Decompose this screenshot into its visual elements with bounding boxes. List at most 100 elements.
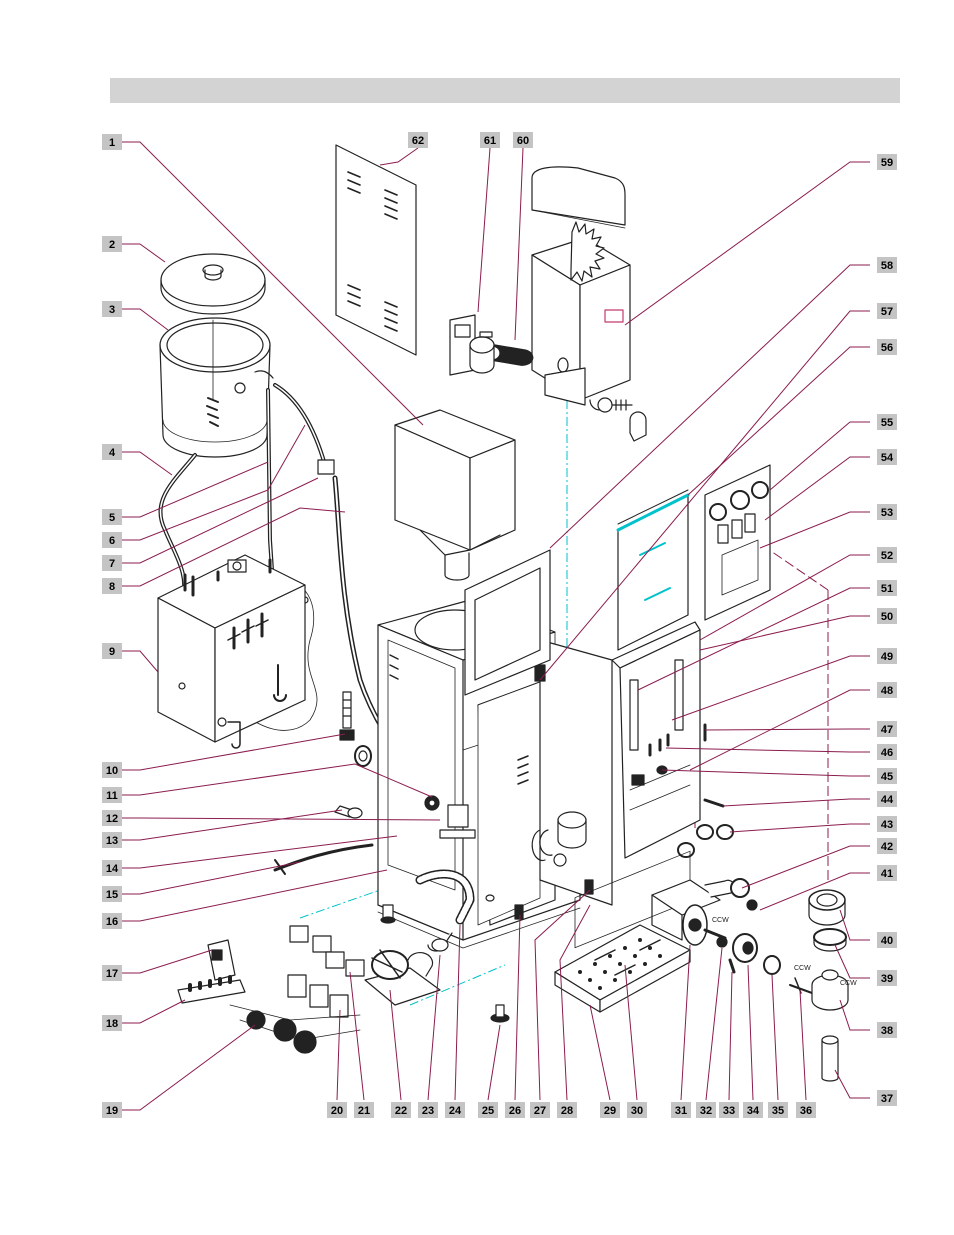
rotation-label: CCW (794, 965, 811, 972)
callout-46: 46 (877, 744, 897, 760)
svg-text:15: 15 (106, 889, 118, 901)
callout-36: 36 (796, 1102, 816, 1118)
svg-text:32: 32 (700, 1105, 712, 1117)
svg-text:7: 7 (109, 558, 115, 570)
callout-1: 1 (102, 134, 122, 150)
svg-text:2: 2 (109, 239, 115, 251)
callout-11: 11 (102, 787, 122, 803)
rotation-label: CCW (840, 980, 857, 987)
callout-26: 26 (505, 1102, 525, 1118)
callout-20: 20 (327, 1102, 347, 1118)
callout-32: 32 (696, 1102, 716, 1118)
svg-text:49: 49 (881, 651, 893, 663)
svg-text:42: 42 (881, 841, 893, 853)
callout-23: 23 (418, 1102, 438, 1118)
callout-29: 29 (600, 1102, 620, 1118)
front-glass (616, 489, 690, 651)
svg-text:39: 39 (881, 973, 893, 985)
callout-24: 24 (445, 1102, 465, 1118)
svg-text:61: 61 (484, 135, 496, 147)
callout-59: 59 (877, 154, 897, 170)
mixing-bowl (808, 889, 849, 1082)
callout-35: 35 (768, 1102, 788, 1118)
svg-text:22: 22 (395, 1105, 407, 1117)
svg-text:55: 55 (881, 417, 893, 429)
svg-text:44: 44 (881, 794, 894, 806)
callout-25: 25 (478, 1102, 498, 1118)
callout-22: 22 (391, 1102, 411, 1118)
water-tank (159, 317, 274, 458)
svg-text:30: 30 (631, 1105, 643, 1117)
whipper-motor (651, 879, 727, 946)
rotation-label: CCW (712, 917, 729, 924)
svg-text:24: 24 (449, 1105, 462, 1117)
connectors (677, 824, 734, 858)
callout-39: 39 (877, 970, 897, 986)
callout-52: 52 (877, 547, 897, 563)
callout-14: 14 (102, 860, 122, 876)
svg-text:62: 62 (412, 135, 424, 147)
callout-34: 34 (743, 1102, 763, 1118)
callout-33: 33 (719, 1102, 739, 1118)
svg-text:6: 6 (109, 535, 115, 547)
svg-text:1: 1 (109, 137, 115, 149)
svg-text:35: 35 (772, 1105, 784, 1117)
leveling-feet (490, 1004, 510, 1023)
svg-text:40: 40 (881, 935, 893, 947)
main-cabinet (377, 549, 613, 952)
callout-43: 43 (877, 816, 897, 832)
svg-text:5: 5 (109, 512, 115, 524)
callout-9: 9 (102, 643, 122, 659)
callout-58: 58 (877, 257, 897, 273)
callout-62: 62 (408, 132, 428, 148)
svg-text:20: 20 (331, 1105, 343, 1117)
callout-2: 2 (102, 236, 122, 252)
callout-27: 27 (530, 1102, 550, 1118)
hopper (394, 409, 516, 581)
whipper-parts (716, 933, 813, 994)
louvre-panel (335, 144, 417, 356)
callout-47: 47 (877, 721, 897, 737)
callout-13: 13 (102, 832, 122, 848)
boiler-assembly (157, 554, 306, 749)
callout-49: 49 (877, 648, 897, 664)
callout-41: 41 (877, 865, 897, 881)
svg-text:21: 21 (358, 1105, 370, 1117)
electronics (177, 925, 449, 1054)
svg-text:19: 19 (106, 1105, 118, 1117)
callout-54: 54 (877, 449, 897, 465)
svg-text:51: 51 (881, 583, 893, 595)
svg-text:27: 27 (534, 1105, 546, 1117)
callout-61: 61 (480, 132, 500, 148)
callout-55: 55 (877, 414, 897, 430)
svg-text:14: 14 (106, 863, 119, 875)
callout-45: 45 (877, 768, 897, 784)
canister (531, 166, 647, 442)
svg-text:54: 54 (881, 452, 894, 464)
callout-28: 28 (557, 1102, 577, 1118)
callout-4: 4 (102, 444, 122, 460)
svg-text:46: 46 (881, 747, 893, 759)
svg-text:34: 34 (747, 1105, 760, 1117)
svg-text:45: 45 (881, 771, 893, 783)
tank-lid (160, 253, 266, 315)
callout-31: 31 (671, 1102, 691, 1118)
svg-text:50: 50 (881, 611, 893, 623)
svg-text:8: 8 (109, 581, 115, 593)
callout-37: 37 (877, 1090, 897, 1106)
svg-text:18: 18 (106, 1018, 118, 1030)
svg-text:29: 29 (604, 1105, 616, 1117)
svg-text:26: 26 (509, 1105, 521, 1117)
callout-10: 10 (102, 762, 122, 778)
callout-51: 51 (877, 580, 897, 596)
svg-text:16: 16 (106, 916, 118, 928)
callout-30: 30 (627, 1102, 647, 1118)
callout-5: 5 (102, 509, 122, 525)
svg-text:37: 37 (881, 1093, 893, 1105)
svg-text:56: 56 (881, 342, 893, 354)
callout-15: 15 (102, 886, 122, 902)
rotation-labels: CCW CCW CCW (712, 917, 857, 987)
svg-text:25: 25 (482, 1105, 494, 1117)
callout-56: 56 (877, 339, 897, 355)
svg-text:48: 48 (881, 685, 893, 697)
